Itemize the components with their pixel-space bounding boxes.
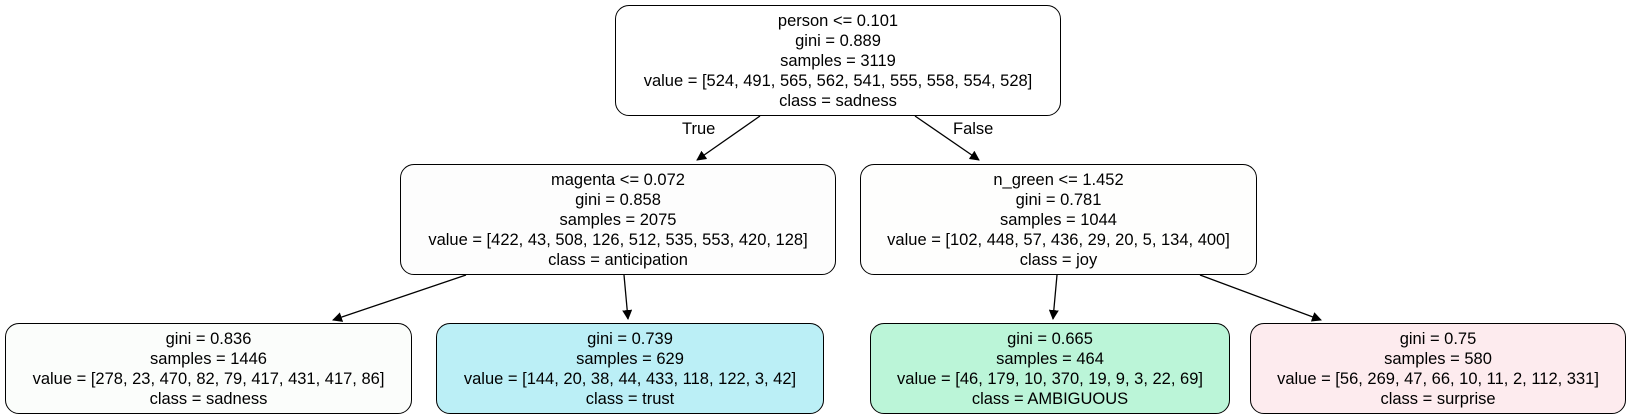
node-gini: gini = 0.739 [587, 329, 673, 348]
node-value: value = [422, 43, 508, 126, 512, 535, 55… [428, 230, 808, 249]
node-samples: samples = 464 [996, 349, 1104, 368]
edge-right-leaf-rl [1048, 274, 1059, 320]
tree-leaf-right-right: gini = 0.75 samples = 580 value = [56, 2… [1250, 323, 1626, 414]
node-gini: gini = 0.858 [575, 190, 661, 209]
node-class: class = sadness [149, 389, 268, 408]
edge-label-false: False [953, 120, 994, 138]
node-value: value = [144, 20, 38, 44, 433, 118, 122,… [463, 369, 797, 388]
node-value: value = [102, 448, 57, 436, 29, 20, 5, 1… [887, 230, 1230, 249]
node-gini: gini = 0.75 [1399, 329, 1477, 348]
edge-root-left [696, 115, 761, 161]
node-class: class = trust [585, 389, 675, 408]
tree-node-right: n_green <= 1.452 gini = 0.781 samples = … [860, 164, 1257, 275]
tree-leaf-right-left: gini = 0.665 samples = 464 value = [46, … [870, 323, 1230, 414]
tree-leaf-left-right: gini = 0.739 samples = 629 value = [144,… [436, 323, 824, 414]
edge-label-true: True [682, 120, 716, 138]
node-samples: samples = 580 [1384, 349, 1492, 368]
node-samples: samples = 629 [576, 349, 684, 368]
node-gini: gini = 0.781 [1015, 190, 1102, 209]
node-split: n_green <= 1.452 [993, 170, 1124, 189]
edge-root-right [914, 115, 980, 161]
tree-node-left: magenta <= 0.072 gini = 0.858 samples = … [400, 164, 836, 275]
node-gini: gini = 0.665 [1007, 329, 1093, 348]
node-class: class = sadness [779, 91, 897, 110]
node-value: value = [524, 491, 565, 562, 541, 555, 5… [643, 71, 1033, 90]
edge-left-leaf-ll [332, 274, 467, 322]
edge-right-leaf-rr [1199, 274, 1322, 322]
node-value: value = [278, 23, 470, 82, 79, 417, 431,… [32, 369, 385, 388]
edge-left-leaf-lr [622, 274, 633, 320]
node-samples: samples = 1446 [150, 349, 267, 368]
node-class: class = joy [1019, 250, 1098, 269]
tree-leaf-left-left: gini = 0.836 samples = 1446 value = [278… [5, 323, 412, 414]
node-class: class = anticipation [548, 250, 688, 269]
node-class: class = surprise [1380, 389, 1496, 408]
node-gini: gini = 0.889 [795, 31, 881, 50]
node-value: value = [46, 179, 10, 370, 19, 9, 3, 22,… [897, 369, 1203, 388]
node-split: person <= 0.101 [777, 11, 899, 30]
node-split: magenta <= 0.072 [551, 170, 685, 189]
node-samples: samples = 3119 [780, 51, 896, 70]
node-samples: samples = 1044 [1000, 210, 1117, 229]
node-value: value = [56, 269, 47, 66, 10, 11, 2, 112… [1277, 369, 1599, 388]
node-gini: gini = 0.836 [165, 329, 252, 348]
tree-node-root: person <= 0.101 gini = 0.889 samples = 3… [615, 5, 1061, 116]
node-class: class = AMBIGUOUS [971, 389, 1129, 408]
node-samples: samples = 2075 [559, 210, 677, 229]
